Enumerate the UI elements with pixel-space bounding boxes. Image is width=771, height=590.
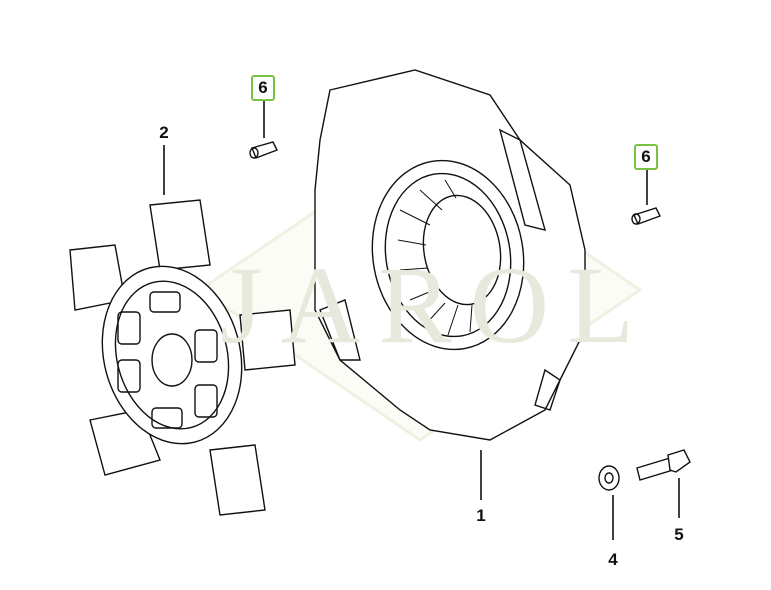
dowel-pin-part-6[interactable] (249, 141, 278, 159)
bolt-part-5[interactable] (636, 449, 691, 481)
callout-1-pressure-plate[interactable]: 1 (476, 506, 486, 525)
callout-4-washer[interactable]: 4 (608, 550, 618, 569)
clutch-disc-part-2[interactable] (69, 199, 296, 516)
callout-6-dowel-top[interactable]: 6 (251, 75, 275, 101)
dowel-pin-part-6[interactable] (631, 207, 661, 225)
callout-6-dowel-right[interactable]: 6 (634, 144, 658, 170)
pressure-plate-part-1[interactable] (314, 69, 586, 441)
lock-washer-part-4[interactable] (598, 465, 620, 491)
callout-2-disc[interactable]: 2 (159, 123, 169, 142)
callout-5-bolt[interactable]: 5 (674, 525, 684, 544)
leader-lines (163, 100, 680, 540)
